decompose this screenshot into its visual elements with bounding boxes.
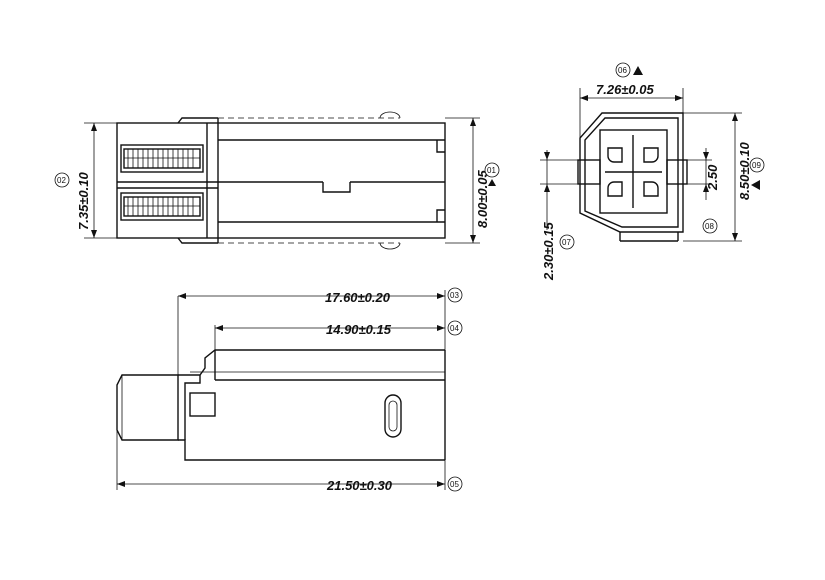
balloon-09 xyxy=(749,157,765,173)
balloon-01-label: 01 xyxy=(487,166,496,175)
side-view xyxy=(116,290,446,490)
balloon-05-label: 05 xyxy=(450,480,459,489)
dim-height-end-a: 8.50±0.10 xyxy=(737,141,752,200)
dim-height-end-b: 2.50 xyxy=(705,164,720,191)
balloon-09-label: 09 xyxy=(752,161,761,170)
balloon-04 xyxy=(447,320,463,336)
balloon-03 xyxy=(447,287,463,303)
right-tab xyxy=(666,159,688,185)
top-view xyxy=(84,111,480,250)
dim-length-total: 21.50±0.30 xyxy=(326,478,393,493)
upper-pin-block xyxy=(120,144,204,173)
contact-pad xyxy=(643,181,659,197)
balloon-07-label: 07 xyxy=(562,238,571,247)
balloon-01 xyxy=(484,162,500,178)
balloon-02-label: 02 xyxy=(57,176,66,185)
balloon-03-label: 03 xyxy=(450,291,459,300)
balloon-08-label: 08 xyxy=(705,222,714,231)
balloon-06 xyxy=(615,62,631,78)
dim-width-top: 7.26±0.05 xyxy=(596,82,655,97)
dim-height-side: 7.35±0.10 xyxy=(76,171,91,230)
top-view-outline xyxy=(116,122,446,239)
datum-triangle-01 xyxy=(488,179,496,186)
balloon-02 xyxy=(54,172,70,188)
dim-length-a: 17.60±0.20 xyxy=(325,290,391,305)
dim-length-b: 14.90±0.15 xyxy=(326,322,392,337)
datum-triangle-06 xyxy=(633,66,643,75)
plug-nose xyxy=(116,374,179,441)
end-view xyxy=(540,88,742,242)
contact-pad xyxy=(643,147,659,163)
contact-pad xyxy=(607,147,623,163)
left-tab xyxy=(577,159,601,185)
datum-triangle-09 xyxy=(751,180,760,190)
slot xyxy=(384,394,402,438)
dim-pin-offset: 2.30±0.15 xyxy=(541,221,556,281)
dim-height-body: 8.00±0.05 xyxy=(475,169,490,228)
balloon-04-label: 04 xyxy=(450,324,459,333)
contact-pad xyxy=(607,181,623,197)
balloon-07 xyxy=(559,234,575,250)
lower-pin-block xyxy=(120,192,204,221)
balloon-05 xyxy=(447,476,463,492)
balloon-08 xyxy=(702,218,718,234)
latch-window xyxy=(189,392,216,417)
balloon-06-label: 06 xyxy=(618,66,627,75)
